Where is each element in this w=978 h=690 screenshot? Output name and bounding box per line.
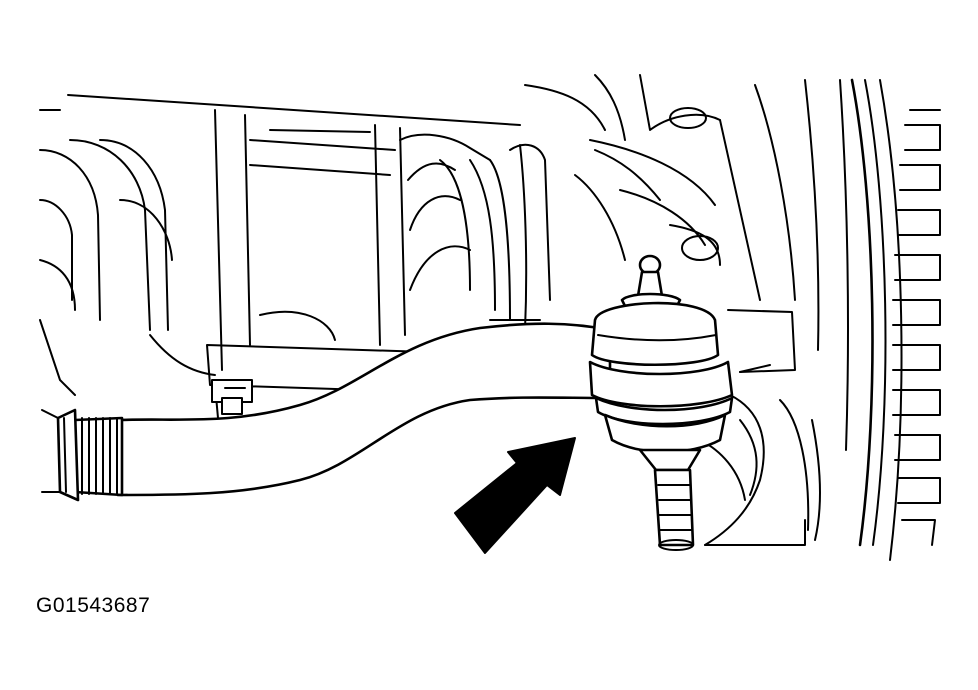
frame-rails xyxy=(214,109,406,371)
callout-arrow xyxy=(454,437,576,554)
tie-rod-end xyxy=(588,254,734,551)
figure-id-label: G01543687 xyxy=(36,594,151,617)
brake-rotor xyxy=(850,78,941,561)
steering-knuckle xyxy=(524,74,849,451)
cv-boot xyxy=(399,133,551,331)
background-housing xyxy=(39,94,521,396)
tie-rod xyxy=(41,322,612,502)
